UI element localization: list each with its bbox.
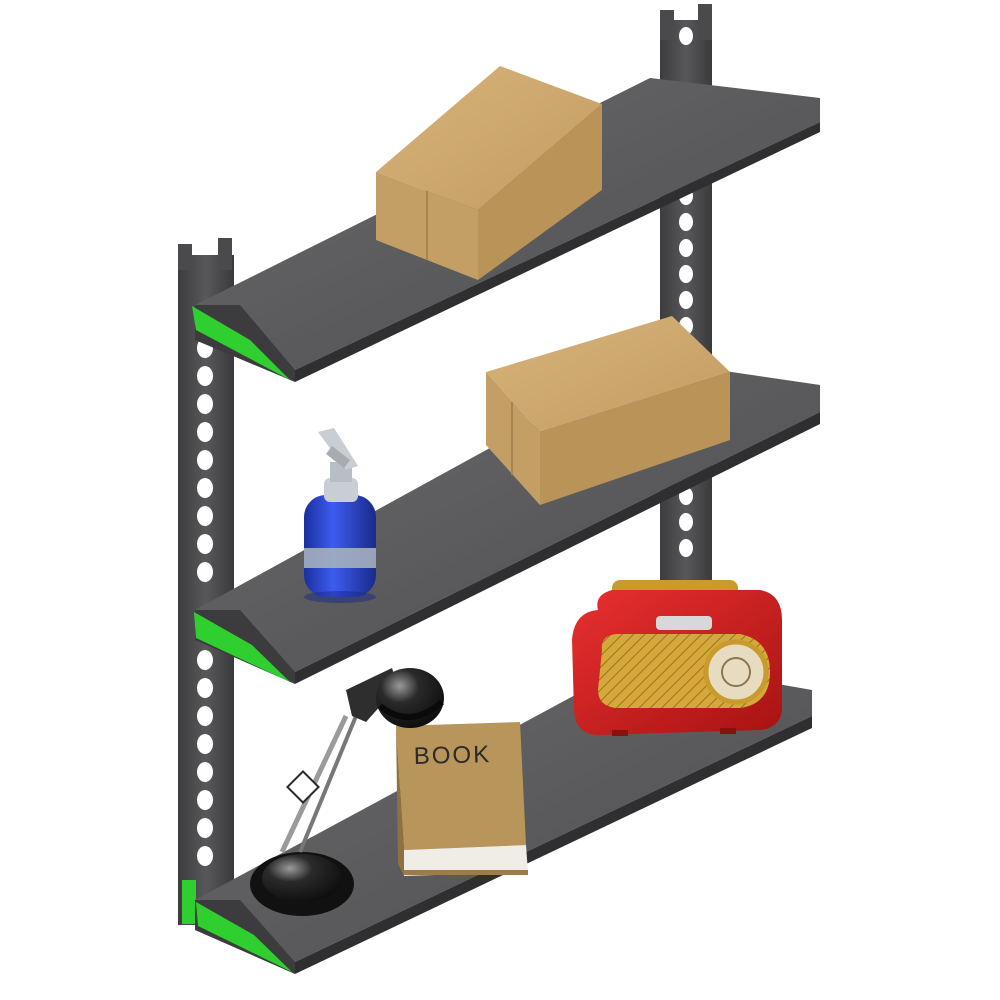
middle-cardboard-box [486, 316, 730, 505]
top-shelf-bracket [192, 306, 290, 380]
book-title: BOOK [413, 741, 491, 770]
retro-radio [572, 580, 782, 736]
bottom-shelf-bracket [196, 902, 292, 972]
book: BOOK [396, 722, 528, 876]
left-upright [178, 238, 234, 925]
spray-bottle [304, 428, 376, 603]
desk-lamp [250, 668, 444, 916]
top-cardboard-box [376, 66, 602, 280]
middle-shelf-bracket [194, 612, 290, 682]
